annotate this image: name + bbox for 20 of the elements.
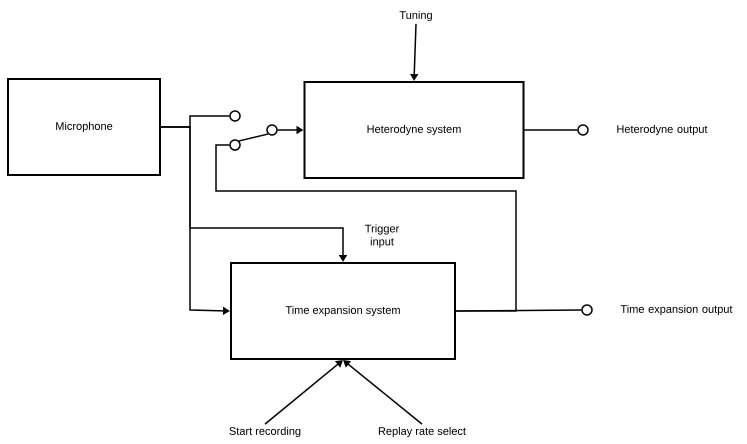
process-box: Microphone <box>7 78 161 176</box>
input-label: Replay rate select <box>378 426 466 438</box>
terminal-circle <box>581 304 593 316</box>
edge-label: Trigger input <box>356 223 408 249</box>
connector <box>238 133 268 142</box>
process-box: Heterodyne system <box>304 81 524 179</box>
input-label: Tuning <box>400 10 432 22</box>
connector <box>456 309 582 312</box>
switch-contact <box>229 139 241 151</box>
connector <box>215 144 517 312</box>
output-label: Heterodyne output <box>617 124 708 136</box>
input-label: Start recording <box>229 426 300 438</box>
output-label: Time expansion output <box>620 304 732 316</box>
arrow <box>264 360 343 425</box>
process-box: Time expansion system <box>230 262 456 360</box>
switch-contact <box>266 124 278 136</box>
switch-contact <box>229 110 241 122</box>
connector <box>524 129 578 131</box>
terminal-circle <box>577 124 589 136</box>
arrow <box>343 360 422 425</box>
